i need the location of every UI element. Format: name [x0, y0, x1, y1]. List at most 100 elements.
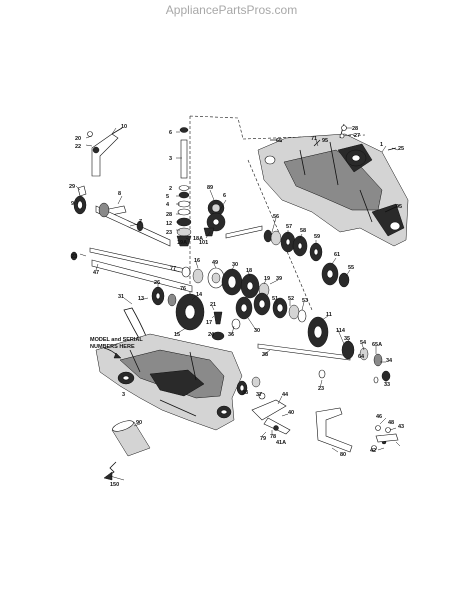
- brake-lever: [87, 127, 123, 177]
- countershaft-5: [225, 225, 350, 288]
- callout-79: 79: [260, 436, 266, 442]
- callout-6a: 6: [169, 130, 172, 136]
- callout-19a: 19A: [177, 240, 187, 246]
- callout-65: 65: [276, 138, 282, 144]
- shift-shafts: [70, 247, 193, 293]
- callout-49: 49: [212, 260, 218, 266]
- callout-40: 40: [288, 410, 294, 416]
- callout-17: 17: [206, 320, 212, 326]
- callout-41a: 41A: [276, 440, 286, 446]
- callout-5: 5: [166, 194, 169, 200]
- callout-34: 34: [386, 358, 393, 364]
- callout-76: 76: [180, 286, 186, 292]
- lower-gear-row: [151, 286, 329, 348]
- callout-9: 9: [71, 201, 74, 207]
- callout-3b: 3: [122, 392, 125, 398]
- brake-shaft: [95, 202, 171, 247]
- callout-3: 3: [169, 156, 172, 162]
- callout-36: 36: [228, 332, 234, 338]
- callout-33: 33: [384, 382, 390, 388]
- callout-30a: 30: [232, 262, 238, 268]
- axle-shaft: [257, 340, 391, 384]
- callout-38: 38: [242, 390, 248, 396]
- callout-1: 1: [380, 142, 383, 148]
- callout-22: 22: [75, 144, 81, 150]
- callout-24: 24: [208, 332, 215, 338]
- callout-8: 8: [118, 191, 121, 197]
- callout-54: 54: [360, 340, 367, 346]
- shift-lever-bracket: [251, 399, 291, 435]
- callout-38b: 38: [262, 352, 268, 358]
- callout-55: 55: [348, 265, 354, 271]
- callout-labels: 20 22 10 29 9 8 7 6 3 2 5 4 28 12 23 19A…: [69, 124, 404, 488]
- direction-arrow: [103, 461, 117, 481]
- vertical-input-shaft: [176, 127, 192, 247]
- callout-29: 29: [69, 184, 75, 190]
- callout-20: 20: [75, 136, 81, 142]
- linkage-hardware: [371, 425, 399, 451]
- callout-27: 27: [354, 133, 360, 139]
- callout-23a: 23: [166, 230, 172, 236]
- callout-6b: 6: [223, 193, 226, 199]
- callout-42: 42: [370, 448, 376, 454]
- callout-95b: 95: [322, 138, 328, 144]
- callout-18a: 18A: [193, 236, 203, 242]
- bevel-gear-assembly: [203, 199, 226, 237]
- callout-28b: 28: [352, 126, 358, 132]
- callout-30b: 30: [254, 328, 260, 334]
- callout-89: 89: [207, 185, 213, 191]
- callout-46: 46: [376, 414, 382, 420]
- callout-43: 43: [398, 424, 404, 430]
- callout-7: 7: [139, 219, 142, 225]
- callout-44: 44: [282, 392, 289, 398]
- callout-95a: 95: [396, 204, 402, 210]
- callout-2: 2: [169, 186, 172, 192]
- callout-11: 11: [326, 312, 332, 318]
- leader-lines: [75, 127, 401, 481]
- callout-57: 57: [286, 224, 292, 230]
- callout-114: 114: [336, 328, 346, 334]
- callout-4: 4: [166, 202, 170, 208]
- callout-14: 14: [196, 292, 203, 298]
- callout-101: 101: [199, 240, 208, 246]
- callout-10: 10: [121, 124, 127, 130]
- callout-61: 61: [334, 252, 340, 258]
- callout-28a: 28: [166, 212, 172, 218]
- callout-31: 31: [118, 294, 124, 300]
- callout-150: 150: [110, 482, 119, 488]
- callout-13: 13: [138, 296, 144, 302]
- callout-56: 56: [273, 214, 279, 220]
- callout-35: 35: [344, 336, 350, 342]
- model-serial-note-line-2: NUMBERS HERE: [90, 344, 135, 350]
- model-serial-note-line-1: MODEL and SERIAL: [90, 337, 143, 343]
- housing-bolts: [270, 123, 399, 213]
- callout-39: 39: [276, 276, 282, 282]
- callout-71: 71: [311, 136, 317, 142]
- callout-15: 15: [174, 332, 180, 338]
- callout-21: 21: [210, 302, 216, 308]
- callout-19b: 19: [264, 276, 270, 282]
- callout-78: 78: [270, 434, 276, 440]
- callout-51: 51: [272, 296, 278, 302]
- mounting-bracket: [315, 407, 353, 453]
- callout-25: 25: [398, 146, 404, 152]
- transaxle-case-housing: [95, 333, 243, 431]
- callout-65a: 65A: [372, 342, 382, 348]
- callout-18b: 18: [246, 268, 252, 274]
- cylinder-part: [111, 420, 151, 457]
- callout-59: 59: [314, 234, 320, 240]
- callout-12: 12: [166, 221, 172, 227]
- callout-16: 16: [194, 258, 200, 264]
- shift-fork-clip: [123, 307, 147, 341]
- callout-77: 77: [170, 266, 176, 272]
- callout-48: 48: [388, 420, 394, 426]
- callout-37: 37: [256, 392, 262, 398]
- callout-26: 26: [154, 280, 160, 286]
- callout-53: 53: [302, 298, 308, 304]
- callout-23b: 23: [71, 254, 77, 260]
- transaxle-cover-housing: [257, 133, 409, 247]
- callout-64: 64: [358, 354, 365, 360]
- callout-23c: 23: [318, 386, 324, 392]
- callout-80: 80: [340, 452, 346, 458]
